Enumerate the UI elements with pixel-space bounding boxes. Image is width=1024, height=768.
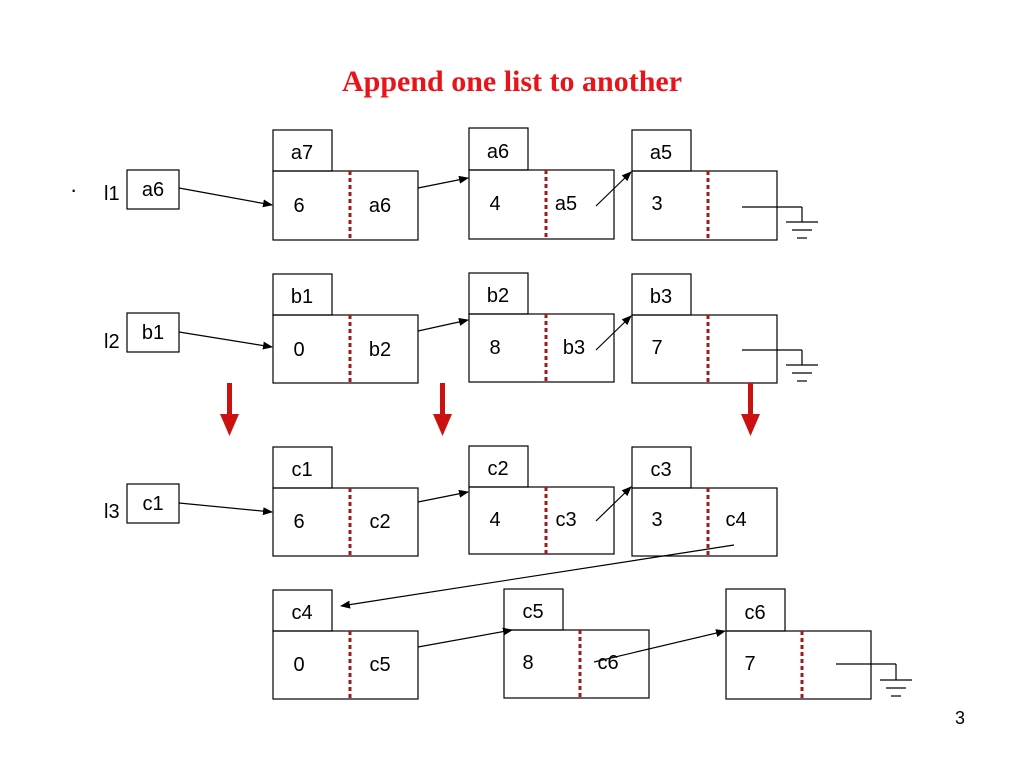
node-c2: c2 4 c3 [468, 445, 615, 555]
node-a6: a6 4 a5 [468, 127, 615, 240]
node-b3: b3 7 [631, 273, 778, 384]
arrow-a6-to-a5 [595, 171, 632, 207]
node-data: 0 [293, 654, 304, 676]
down-arrow-icon [433, 383, 452, 436]
node-data: 4 [489, 193, 500, 215]
node-next: c5 [369, 654, 390, 676]
node-data: 7 [651, 337, 662, 359]
node-next: b3 [563, 337, 585, 359]
node-box [272, 170, 419, 241]
null-ground-icon [836, 663, 912, 697]
node-data: 6 [293, 511, 304, 533]
node-next: b2 [369, 339, 391, 361]
node-data: 8 [522, 652, 533, 674]
arrow-c2-to-c3 [595, 486, 632, 522]
node-box [272, 630, 419, 700]
node-box [468, 169, 615, 240]
node-c3: c3 3 c4 [631, 446, 778, 557]
node-box [272, 487, 419, 557]
node-data: 0 [293, 339, 304, 361]
node-next: c6 [597, 652, 618, 674]
node-box [503, 629, 650, 699]
arrow-l2-to-b1 [178, 331, 273, 350]
node-b1: b1 0 b2 [272, 273, 419, 384]
node-next: c3 [555, 509, 576, 531]
node-data: 4 [489, 509, 500, 531]
node-address: b3 [650, 286, 672, 308]
arrow-b2-to-b3 [595, 315, 632, 351]
node-address: c3 [650, 459, 671, 481]
page-number: 3 [954, 708, 965, 728]
node-data: 6 [293, 195, 304, 217]
node-box [631, 170, 778, 241]
bullet: · [70, 177, 77, 202]
node-address: c6 [744, 602, 765, 624]
arrow-c5-to-c6 [593, 629, 726, 663]
node-address: b1 [291, 286, 313, 308]
node-data: 7 [744, 653, 755, 675]
pointer-box [126, 169, 180, 210]
node-next: c2 [369, 511, 390, 533]
pointer-l2: l2 b1 [104, 312, 180, 353]
node-data: 8 [489, 337, 500, 359]
arrow-c4-to-c5 [417, 627, 513, 648]
node-data: 3 [651, 193, 662, 215]
null-ground-icon [742, 349, 818, 382]
node-a7: a7 6 a6 [272, 129, 419, 241]
node-address: b2 [487, 285, 509, 307]
node-next: a6 [369, 195, 391, 217]
node-next: c4 [725, 509, 746, 531]
node-c5: c5 8 c6 [503, 588, 650, 699]
node-address: c5 [522, 601, 543, 623]
node-next: a5 [555, 193, 577, 215]
null-ground-icon [742, 206, 818, 239]
node-address: a7 [291, 142, 313, 164]
node-box [725, 630, 872, 700]
node-c4: c4 0 c5 [272, 589, 419, 700]
pointer-value: c1 [142, 493, 163, 515]
node-box [272, 314, 419, 384]
down-arrow-icon [741, 383, 760, 436]
arrow-c3-to-c4 [340, 544, 735, 609]
pointer-label: l3 [104, 501, 120, 523]
node-c1: c1 6 c2 [272, 446, 419, 557]
down-arrow-icon [220, 383, 239, 436]
node-address: c1 [291, 459, 312, 481]
arrow-l3-to-c1 [178, 502, 273, 516]
node-box [631, 487, 778, 557]
pointer-label: l2 [104, 331, 120, 353]
node-address: c2 [487, 458, 508, 480]
pointer-l1: l1 a6 [104, 169, 180, 210]
arrow-l1-to-a7 [178, 187, 273, 208]
node-data: 3 [651, 509, 662, 531]
node-box [468, 313, 615, 383]
pointer-arrows [178, 171, 735, 663]
arrow-b1-to-b2 [417, 318, 469, 332]
arrow-a7-to-a6 [417, 175, 469, 189]
transform-arrows [220, 383, 760, 436]
node-c6: c6 7 [725, 588, 872, 700]
pointer-l3: l3 c1 [104, 483, 180, 524]
node-address: a6 [487, 141, 509, 163]
node-address: a5 [650, 142, 672, 164]
node-b2: b2 8 b3 [468, 272, 615, 383]
node-a5: a5 3 [631, 129, 778, 241]
slide-title: Append one list to another [341, 65, 683, 98]
pointer-label: l1 [104, 183, 120, 205]
pointer-value: a6 [142, 179, 164, 201]
node-box [468, 486, 615, 555]
node-address: c4 [291, 602, 312, 624]
arrow-c1-to-c2 [417, 489, 469, 503]
node-box [631, 314, 778, 384]
pointer-value: b1 [142, 322, 164, 344]
